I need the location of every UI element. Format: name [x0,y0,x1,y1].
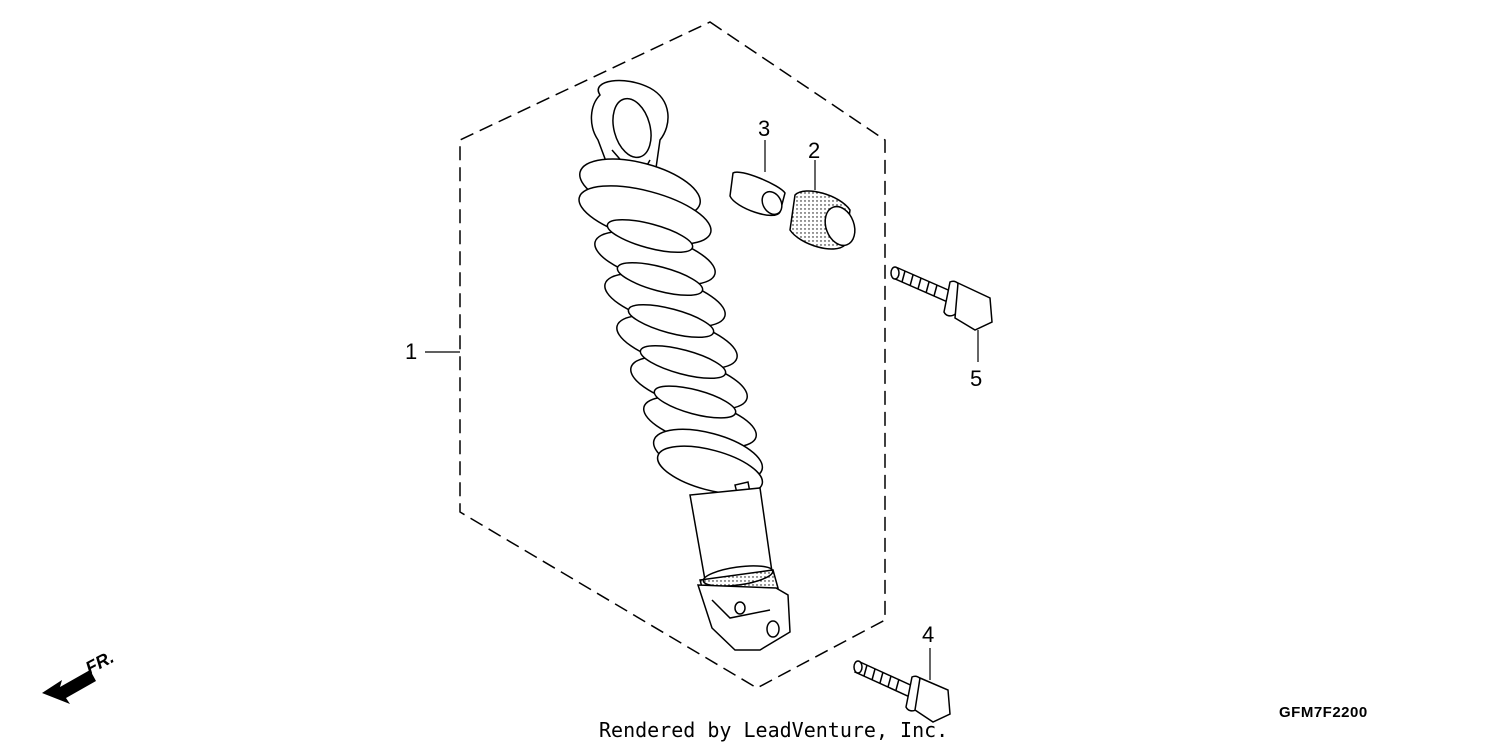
drawing-code: GFM7F2200 [1279,704,1368,721]
rubber-bushing [789,160,856,250]
callout-2: 2 [808,138,821,163]
collar [729,140,786,217]
lower-bolt [853,648,951,723]
callout-4: 4 [922,622,935,647]
callout-1: 1 [405,339,418,364]
callout-3: 3 [758,116,771,141]
render-credit: Rendered by LeadVenture, Inc. [599,718,949,742]
callout-5: 5 [970,366,983,391]
upper-bolt [890,266,993,362]
assembly-outline [459,21,886,689]
shock-absorber [578,79,791,651]
front-direction-arrow [42,670,96,704]
